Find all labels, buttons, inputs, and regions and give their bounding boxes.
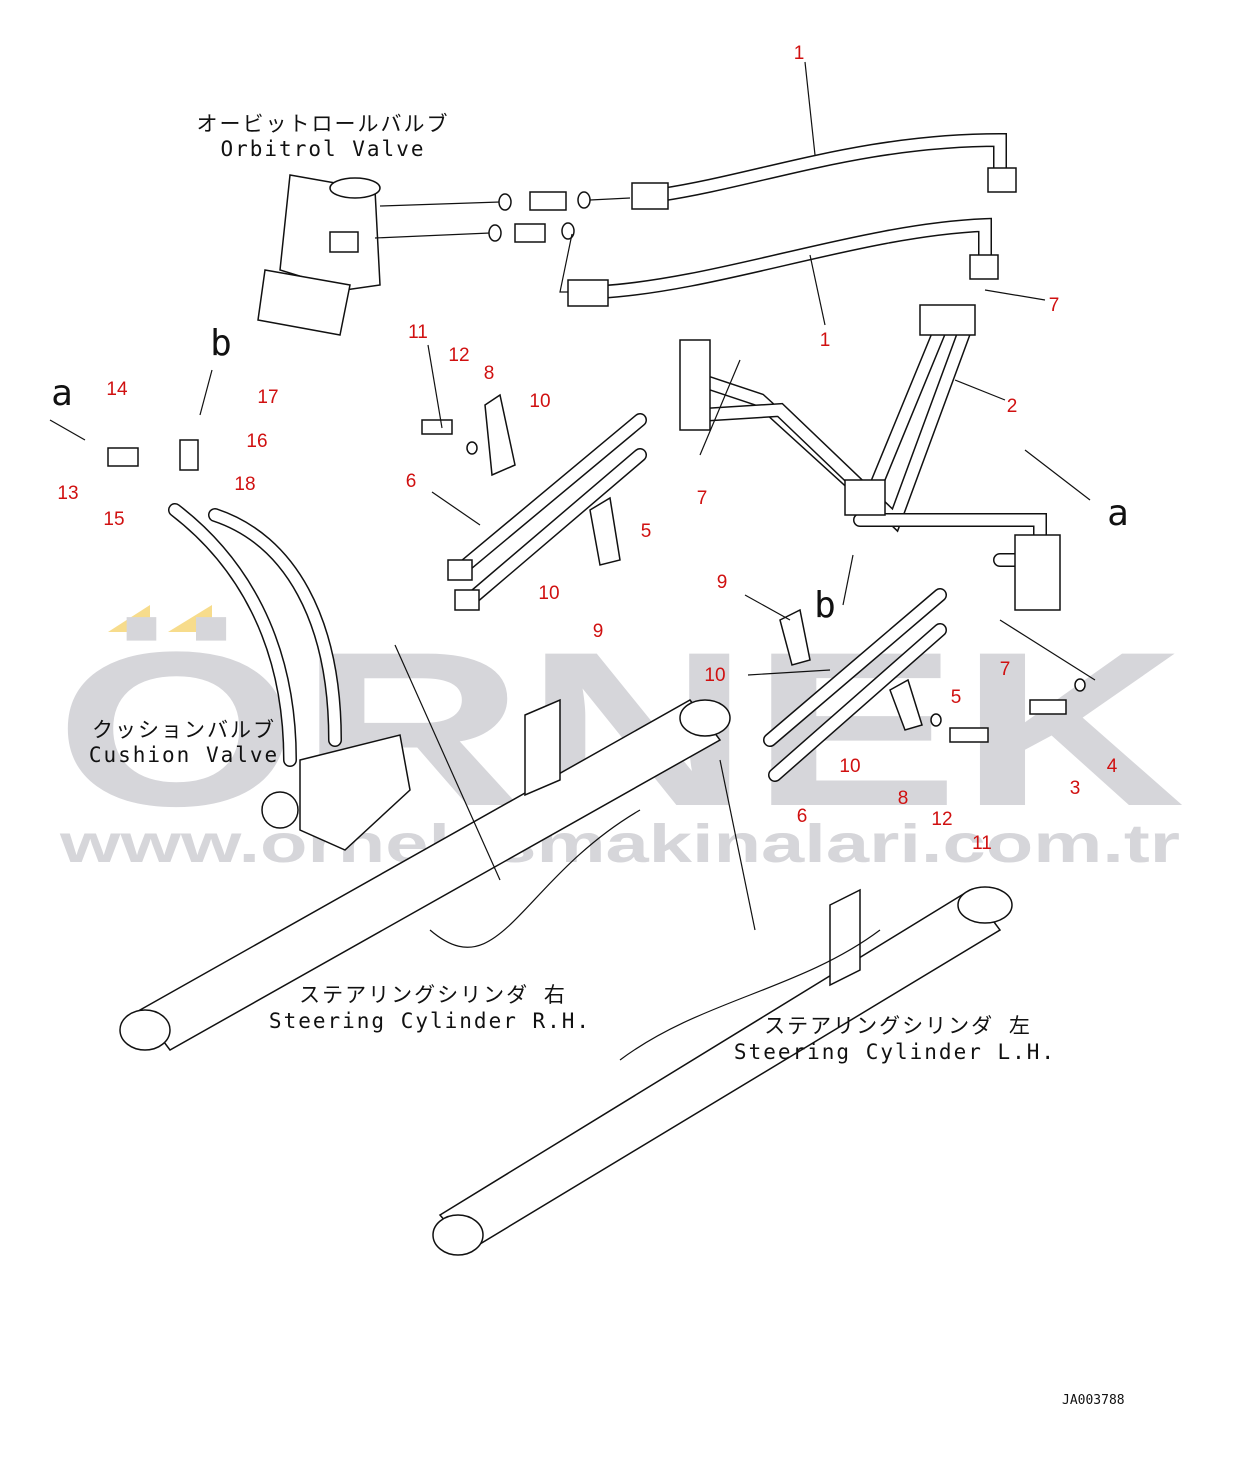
callout: 17 bbox=[257, 387, 278, 408]
callout: 4 bbox=[1107, 756, 1118, 777]
callout: 10 bbox=[529, 391, 550, 412]
hose-1 bbox=[567, 132, 1017, 307]
callout: 1 bbox=[820, 330, 831, 351]
callout: 10 bbox=[704, 665, 725, 686]
callout: 6 bbox=[406, 471, 417, 492]
steering-cylinder-lh bbox=[432, 886, 1013, 1256]
callout: 13 bbox=[57, 483, 78, 504]
callout: 14 bbox=[106, 379, 128, 400]
pipe-2 bbox=[679, 304, 1061, 611]
callout: 9 bbox=[717, 572, 728, 593]
steer-rh-label-jp: ステアリングシリンダ 右 bbox=[299, 983, 567, 1007]
callout: 10 bbox=[538, 583, 559, 604]
drawing-code: JA003788 bbox=[1062, 1393, 1125, 1408]
callout: 10 bbox=[839, 756, 860, 777]
ref-letter-a: a bbox=[1107, 493, 1129, 534]
callout: 16 bbox=[246, 431, 267, 452]
leader-lines bbox=[49, 61, 1096, 931]
callout: 7 bbox=[697, 488, 708, 509]
watermark-url: www.ornekismakinalari.com.tr bbox=[59, 814, 1180, 874]
callout: 18 bbox=[234, 474, 255, 495]
watermark: ÖRNEK www.ornekismakinalari.com.tr bbox=[55, 605, 1185, 874]
ref-letter-a: a bbox=[51, 373, 73, 414]
orbitrol-valve bbox=[257, 174, 631, 336]
callout: 1 bbox=[794, 43, 805, 64]
hose-assembly-lower bbox=[763, 588, 1086, 782]
watermark-accent bbox=[168, 605, 212, 632]
ref-letter-b: b bbox=[814, 585, 836, 626]
steer-lh-label-jp: ステアリングシリンダ 左 bbox=[764, 1014, 1032, 1038]
callout: 11 bbox=[972, 833, 992, 854]
orbitrol-label-jp: オービットロールバルブ bbox=[197, 112, 450, 136]
watermark-accent bbox=[108, 605, 150, 632]
hose-assembly-upper bbox=[421, 393, 647, 611]
steering-cylinder-rh bbox=[119, 698, 731, 1051]
callout: 12 bbox=[931, 809, 952, 830]
steer-rh-label-en: Steering Cylinder R.H. bbox=[269, 1009, 591, 1033]
callouts: 1 1 7 2 11 12 8 10 6 7 5 10 9 14 17 16 1… bbox=[57, 43, 1117, 854]
steer-lh-label-en: Steering Cylinder L.H. bbox=[734, 1040, 1056, 1064]
callout: 8 bbox=[898, 788, 909, 809]
callout: 5 bbox=[641, 521, 652, 542]
callout: 5 bbox=[951, 687, 962, 708]
cushion-label-jp: クッションバルブ bbox=[92, 718, 276, 742]
orbitrol-label-en: Orbitrol Valve bbox=[220, 137, 425, 161]
callout: 11 bbox=[408, 322, 428, 343]
reference-letters: a b a b bbox=[51, 323, 1129, 626]
callout: 6 bbox=[797, 806, 808, 827]
callout: 7 bbox=[1000, 659, 1011, 680]
cushion-label-en: Cushion Valve bbox=[89, 743, 279, 767]
callout: 9 bbox=[593, 621, 604, 642]
callout: 15 bbox=[103, 509, 124, 530]
component-labels: オービットロールバルブ Orbitrol Valve クッションバルブ Cush… bbox=[89, 112, 1056, 1064]
callout: 8 bbox=[484, 363, 495, 384]
cushion-valve bbox=[107, 439, 411, 851]
callout: 7 bbox=[1049, 295, 1060, 316]
watermark-brand: ÖRNEK bbox=[55, 606, 1185, 852]
ref-letter-b: b bbox=[210, 323, 232, 364]
callout: 2 bbox=[1007, 396, 1018, 417]
callout: 12 bbox=[448, 345, 469, 366]
callout: 3 bbox=[1070, 778, 1081, 799]
